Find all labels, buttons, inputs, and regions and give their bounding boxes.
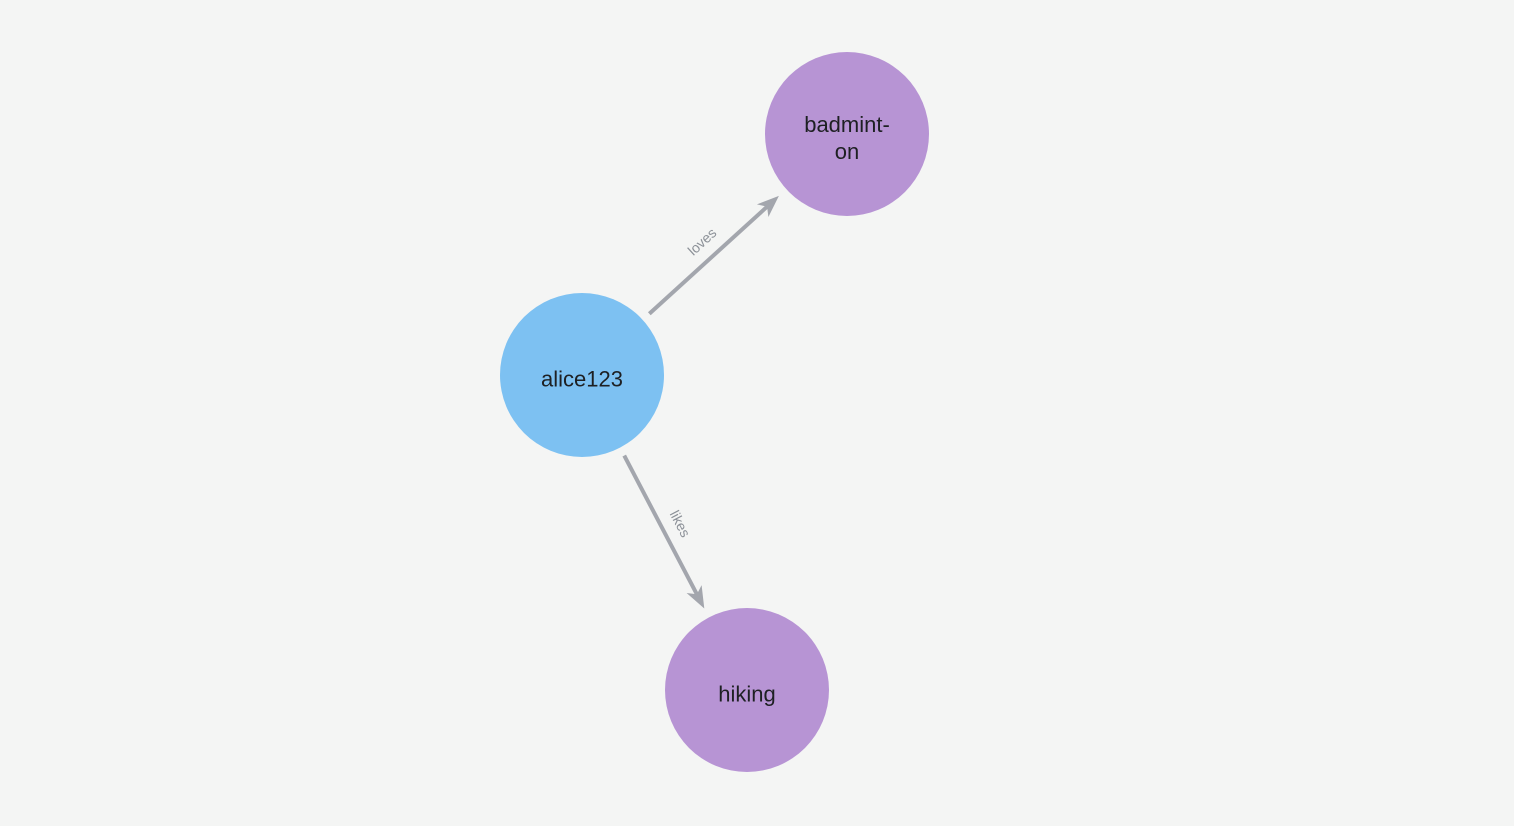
node-circle[interactable] <box>665 608 829 772</box>
node-hiking[interactable]: hiking <box>665 608 829 772</box>
edge-loves[interactable]: loves <box>647 195 779 316</box>
node-label: alice123 <box>541 367 623 392</box>
node-circle[interactable] <box>765 52 929 216</box>
edge-label: likes <box>667 508 694 540</box>
node-label: on <box>835 139 859 164</box>
node-label: hiking <box>718 682 775 707</box>
node-badminton[interactable]: badmint-on <box>765 52 929 216</box>
node-alice123[interactable]: alice123 <box>500 293 664 457</box>
edge-line[interactable] <box>647 203 770 316</box>
edge-arrowhead-icon <box>686 585 705 609</box>
edge-likes[interactable]: likes <box>622 454 705 609</box>
node-label: badmint- <box>804 112 890 137</box>
edge-line[interactable] <box>622 454 700 598</box>
edge-arrowhead-icon <box>756 195 779 217</box>
node-circle[interactable] <box>500 293 664 457</box>
